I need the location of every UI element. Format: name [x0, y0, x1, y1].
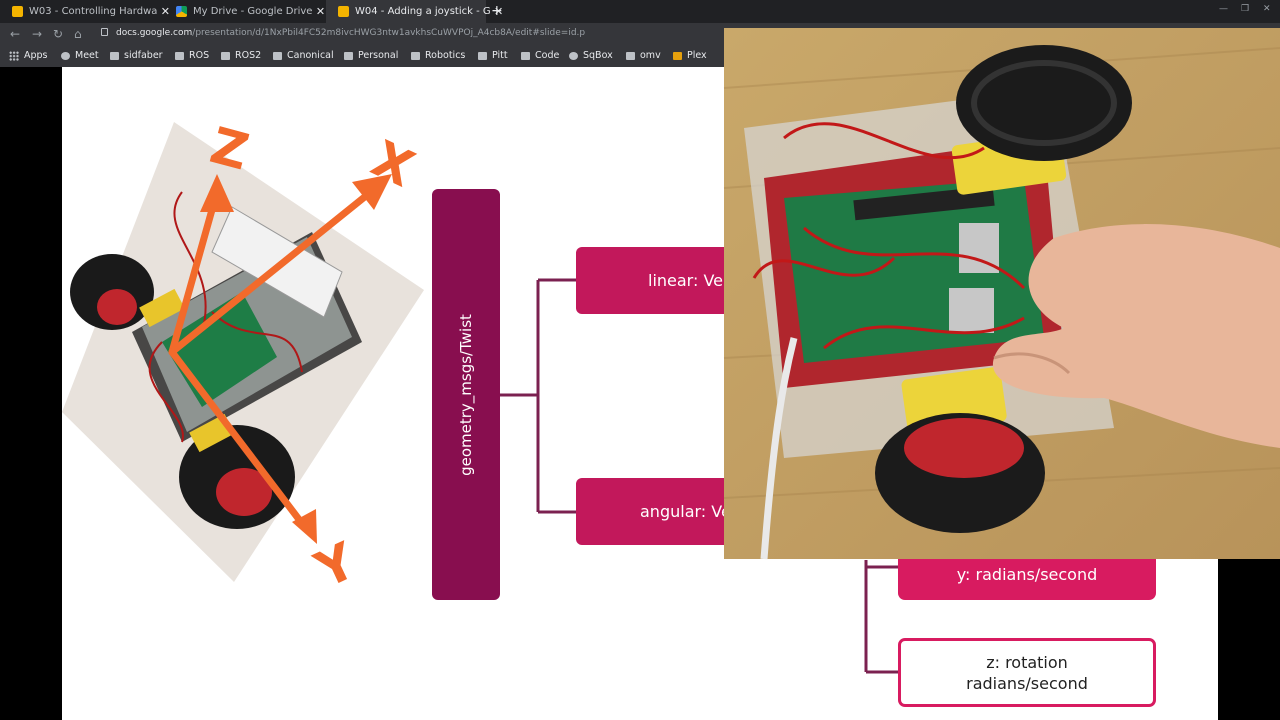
robot-video-overlay — [723, 28, 1280, 560]
bookmark-code[interactable]: Code — [521, 50, 559, 61]
hand — [992, 224, 1280, 448]
z-axis-arrow — [200, 174, 234, 212]
bookmark-robotics[interactable]: Robotics — [411, 50, 465, 61]
bookmark-apps[interactable]: Apps — [9, 50, 48, 61]
slides-icon — [338, 6, 349, 17]
tab-title: My Drive - Google Drive — [193, 6, 313, 17]
sqbox-icon — [569, 51, 578, 60]
angular-vector-label: angular: Ve — [640, 502, 731, 521]
folder-icon — [478, 51, 487, 60]
tab-title: W04 - Adding a joystick - G — [355, 6, 491, 17]
tab-bar: W03 - Controlling Hardwa ✕ My Drive - Go… — [0, 0, 1280, 23]
minimize-icon[interactable]: — — [1219, 4, 1228, 14]
usb-cable — [760, 337, 798, 560]
bookmark-canonical[interactable]: Canonical — [273, 50, 334, 61]
close-window-icon[interactable]: ✕ — [1263, 4, 1271, 14]
tab-w04[interactable]: W04 - Adding a joystick - G ✕ — [326, 0, 503, 23]
bookmark-plex[interactable]: Plex — [673, 50, 707, 61]
bookmark-sqbox[interactable]: SqBox — [569, 50, 613, 61]
site-icon — [110, 51, 119, 60]
folder-icon — [521, 51, 530, 60]
battery-pack — [211, 206, 343, 318]
angular-z-node: z: rotation radians/second — [898, 638, 1156, 707]
twist-message-label: geometry_msgs/Twist — [457, 313, 475, 476]
bookmark-omv[interactable]: omv — [626, 50, 661, 61]
close-icon[interactable]: ✕ — [160, 5, 170, 18]
linear-vector-node: linear: Ve — [576, 247, 736, 314]
bookmark-pitt[interactable]: Pitt — [478, 50, 508, 61]
list-icon — [626, 51, 635, 60]
folder-icon — [411, 51, 420, 60]
tab-title: W03 - Controlling Hardwa — [29, 6, 158, 17]
folder-icon — [221, 51, 230, 60]
bookmark-ros2[interactable]: ROS2 — [221, 50, 261, 61]
tab-my-drive[interactable]: My Drive - Google Drive ✕ — [164, 0, 326, 23]
angular-y-label: y: radians/second — [956, 564, 1098, 584]
tab-w03[interactable]: W03 - Controlling Hardwa ✕ — [0, 0, 170, 23]
close-icon[interactable]: ✕ — [494, 5, 504, 18]
apps-grid-icon — [9, 50, 19, 61]
x-axis-arrow — [352, 174, 392, 210]
folder-icon — [273, 51, 282, 60]
lock-icon — [101, 28, 108, 36]
home-icon[interactable]: ⌂ — [74, 27, 82, 41]
new-tab-button[interactable]: + — [491, 3, 503, 19]
bookmark-meet[interactable]: Meet — [61, 50, 99, 61]
url-field[interactable]: docs.google.com/presentation/d/1NxPbil4F… — [116, 28, 585, 38]
folder-icon — [175, 51, 184, 60]
url-path: /presentation/d/1NxPbil4FC52m8ivcHWG3ntw… — [192, 28, 586, 38]
forward-icon[interactable]: → — [32, 27, 43, 41]
y-axis-arrow — [292, 509, 317, 544]
drive-icon — [176, 6, 187, 17]
maximize-icon[interactable]: ❒ — [1241, 4, 1250, 14]
angular-z-label-line1: z: rotation — [986, 652, 1068, 672]
back-icon[interactable]: ← — [10, 27, 21, 41]
twist-message-node: geometry_msgs/Twist — [432, 189, 500, 600]
robot-photo-with-axes: Z X Y — [62, 116, 424, 600]
url-host: docs.google.com — [116, 28, 193, 38]
linear-vector-label: linear: Ve — [648, 271, 723, 290]
reload-icon[interactable]: ↻ — [53, 27, 64, 41]
bookmark-ros[interactable]: ROS — [175, 50, 209, 61]
plex-icon — [673, 51, 682, 60]
bookmark-sidfaber[interactable]: sidfaber — [110, 50, 163, 61]
angular-vector-node: angular: Ve — [576, 478, 736, 545]
slides-icon — [12, 6, 23, 17]
folder-icon — [344, 51, 353, 60]
angular-z-label-line2: radians/second — [966, 673, 1088, 693]
close-icon[interactable]: ✕ — [315, 5, 326, 18]
bookmark-personal[interactable]: Personal — [344, 50, 398, 61]
meet-icon — [61, 51, 70, 60]
